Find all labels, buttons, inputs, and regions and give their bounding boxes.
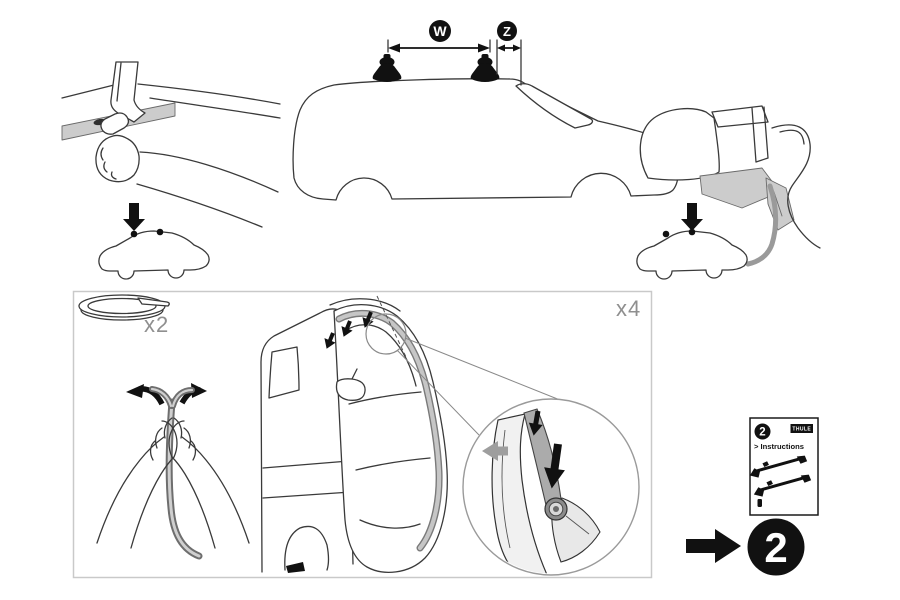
- step-arrow-icon: [686, 529, 741, 563]
- side-mirror: [335, 378, 366, 401]
- pull-right-arrow: [191, 383, 207, 398]
- card-step-badge-circle: [754, 423, 771, 440]
- mini-car-front-position: [98, 203, 210, 280]
- pull-left-arrow: [126, 384, 144, 398]
- brand-logo: THULE: [792, 427, 811, 433]
- z-dimension-arrow: [497, 44, 521, 52]
- arm-top-line: [139, 151, 279, 193]
- interior-trim-panel: [639, 107, 720, 181]
- pull-apart-hands: [96, 383, 250, 560]
- step-number-circle: [747, 518, 805, 576]
- card-step-badge: 2: [759, 427, 765, 439]
- rubber-strip: [149, 386, 203, 560]
- press-down-arrow-rear: [681, 203, 703, 231]
- door-edge-curve: [771, 124, 821, 249]
- strip-tube-core: [553, 506, 559, 512]
- roof-edge-line: [61, 83, 119, 99]
- main-car-outline: [292, 78, 679, 201]
- rubber-strip-coil: [78, 294, 170, 321]
- small-part-icon: [757, 499, 762, 507]
- right-hand: [168, 417, 250, 549]
- brand-logo-box: [790, 424, 813, 433]
- rear-fixpoint-dot: [688, 228, 696, 236]
- detail-content: [482, 408, 601, 574]
- wheel-arch: [284, 525, 330, 571]
- flange-line: [565, 515, 590, 535]
- body-sill-lines: [262, 460, 352, 499]
- door-belt-line: [348, 391, 422, 405]
- z-label: Z: [503, 24, 511, 39]
- insert-arrow-small: [528, 410, 543, 436]
- z-marker-circle: [497, 21, 517, 41]
- thumb: [100, 112, 130, 135]
- press-down-arrow-front: [123, 203, 145, 231]
- detail-callout: [396, 337, 640, 576]
- fist: [95, 134, 140, 183]
- parts-box: x2 x4: [72, 290, 653, 579]
- door-frame-inner-line: [149, 97, 281, 119]
- roof-rack-foot-front: [470, 54, 500, 82]
- rear-fixpoint-illustration: [639, 105, 821, 267]
- knuckle-line: [110, 171, 117, 180]
- panel-fold-line: [501, 429, 511, 549]
- front-fixpoint-illustration: [61, 61, 281, 228]
- mini-car-outline: [636, 230, 748, 280]
- door-edge-inner: [779, 129, 805, 145]
- arm-bottom-line: [136, 183, 263, 228]
- front-fixpoint-dot: [662, 230, 670, 238]
- knuckle-line: [103, 161, 108, 173]
- callout-leader-lines: [396, 337, 561, 436]
- seatbelt-strip: [745, 183, 779, 267]
- roof-rack-foot-rear: [372, 54, 402, 82]
- door-pillar-line: [116, 62, 122, 102]
- rear-fixpoint-dot: [156, 228, 164, 236]
- w-dimension-arrow: [388, 43, 490, 53]
- mini-car-outline: [98, 230, 210, 280]
- door-panel-lines: [355, 457, 431, 529]
- door-seal-strip: [336, 311, 442, 551]
- step-number: 2: [764, 524, 787, 571]
- dimension-diagram: W Z: [292, 20, 679, 201]
- door-frame-edge-line: [137, 83, 281, 105]
- card-title: > Instructions: [754, 442, 804, 451]
- magnifier-circle: [365, 313, 407, 355]
- open-door-illustration: [260, 295, 448, 573]
- cover-quantity-label: x4: [616, 296, 641, 321]
- roof-frame-panel: [711, 105, 769, 128]
- instruction-card: 2 THULE > Instructions: [746, 417, 819, 516]
- w-marker-circle: [429, 20, 451, 42]
- insert-arrow-large: [544, 443, 565, 489]
- body-window: [268, 346, 300, 399]
- roof-drip-rail: [329, 298, 401, 312]
- step-indicator: 2: [686, 518, 805, 576]
- door-window-frame: [344, 324, 417, 387]
- w-label: W: [433, 23, 447, 39]
- windshield: [515, 83, 594, 129]
- front-fixpoint-dot: [130, 230, 138, 238]
- left-hand: [96, 417, 178, 549]
- strip-quantity-label: x2: [144, 312, 169, 337]
- mud-flap: [286, 562, 305, 573]
- knuckle-line: [100, 147, 104, 161]
- door-pillar-rear: [751, 106, 769, 163]
- rear-sill-shaded: [699, 167, 781, 209]
- mirror-mount: [351, 368, 358, 380]
- release-left-arrow: [482, 441, 508, 461]
- mini-car-rear-position: [636, 203, 748, 280]
